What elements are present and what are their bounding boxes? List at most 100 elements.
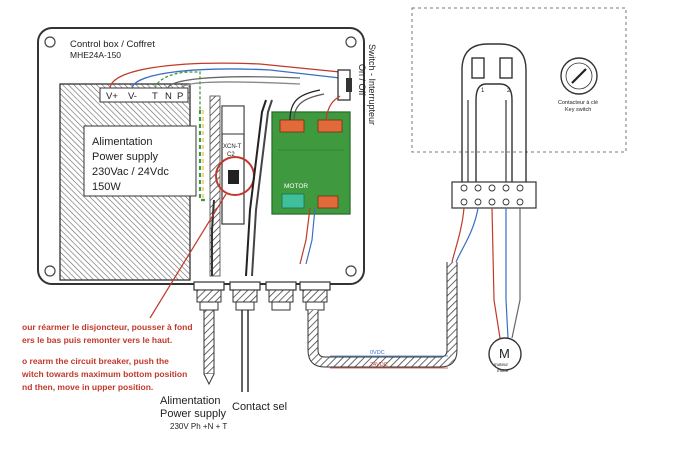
external-cables: 0VDC 24VDC	[203, 262, 458, 392]
housing-inner	[475, 83, 513, 182]
cable-supply-external	[203, 309, 215, 375]
instruction-fr-1: our réarmer le disjoncteur, pousser à fo…	[22, 322, 193, 332]
wire-board-2	[293, 93, 325, 121]
contact-1-label: 1	[481, 88, 485, 94]
breaker-lever[interactable]	[228, 170, 239, 184]
wire-board-3	[325, 95, 341, 121]
instruction-en-2: witch towards maximum bottom position	[21, 369, 187, 379]
mount-hole-tl	[44, 36, 56, 48]
control-box-model: MHE24A-150	[70, 50, 121, 60]
motor-control-board: MOTOR	[271, 111, 351, 215]
contact-1	[471, 57, 485, 79]
motor-label-fr: moteur	[494, 362, 509, 367]
wire-vminus-blue	[131, 68, 341, 89]
cable-motor-outline-b	[317, 262, 448, 358]
terminal-vminus: V-	[128, 91, 137, 102]
field-wires	[451, 100, 521, 339]
instruction-en-3: nd then, move in upper position.	[22, 382, 153, 392]
wire-t-green	[154, 71, 201, 110]
mount-hole-bl	[44, 265, 56, 277]
cable-motor-outline-a	[307, 262, 458, 368]
cable-supply-internal	[211, 199, 215, 276]
key-switch-dial-inner	[565, 62, 593, 90]
wire-p-grey	[180, 81, 301, 89]
gland-2	[229, 281, 261, 311]
terminal-strip	[99, 87, 189, 103]
motor-symbol: M	[499, 346, 510, 361]
cable-contact-internal-1	[245, 99, 267, 277]
key-slot	[571, 68, 587, 84]
control-box-title: Control box / Coffret	[70, 39, 155, 50]
supply-label-2: Power supply	[160, 408, 227, 420]
wire-board-down-2	[305, 207, 316, 265]
terminal-n: N	[165, 91, 172, 102]
board-motor-label: MOTOR	[284, 183, 308, 190]
on-off-switch: Switch - Interrupteur On / Off	[337, 44, 377, 125]
wire-vplus-red	[109, 62, 341, 89]
board-terminal-2	[317, 119, 343, 133]
motor-circle	[488, 337, 522, 371]
contact-2	[499, 57, 513, 79]
housing-outer	[461, 43, 527, 182]
key-switch-label-en: Key switch	[565, 107, 591, 113]
breaker-pointer-line	[149, 193, 227, 319]
key-switch-label-fr: Contacteur à clé	[558, 100, 598, 106]
board-motor-terminal	[281, 193, 305, 209]
key-switch-box: Contacteur à clé Key switch	[411, 7, 627, 153]
power-supply-label-4: 150W	[92, 181, 121, 193]
supply-label-3: 230V Ph +N + T	[170, 422, 227, 431]
key-switch-housing: 1 2	[461, 43, 527, 182]
breaker-label-2: C2	[227, 152, 235, 158]
supply-label-1: Alimentation	[160, 395, 221, 407]
gland-1	[193, 281, 225, 311]
motor: M moteur motor	[488, 337, 522, 373]
wire-board-down-1	[299, 207, 311, 265]
instruction-fr-2: ers le bas puis remonter vers le haut.	[22, 335, 172, 345]
wire-field-red-2	[491, 207, 501, 339]
rearm-instructions: our réarmer le disjoncteur, pousser à fo…	[21, 322, 193, 392]
label-0vdc: 0VDC	[370, 350, 385, 356]
supply-wires	[109, 62, 341, 110]
power-supply-label-panel	[83, 125, 197, 197]
cable-contact-internal-2	[251, 99, 273, 277]
board-terminal-3	[317, 195, 339, 209]
power-supply-label-3: 230Vac / 24Vdc	[92, 166, 169, 178]
terminal-block-screws	[460, 184, 524, 206]
terminal-t: T	[152, 91, 158, 102]
switch-toggle	[346, 78, 352, 92]
cable-supply-tip	[203, 373, 215, 386]
board-terminal-1	[279, 119, 305, 133]
power-supply-label-2: Power supply	[92, 151, 159, 163]
wire-field-blue-2	[505, 208, 509, 339]
contact-2-label: 2	[507, 88, 511, 94]
switch-label-1: Switch - Interrupteur	[367, 44, 377, 125]
mount-hole-br	[345, 265, 357, 277]
breaker-label-1: XCN-T	[223, 144, 242, 150]
bottom-labels: Alimentation Power supply 230V Ph +N + T…	[160, 395, 287, 431]
contact-label: Contact sel	[232, 401, 287, 413]
wire-board-1	[289, 89, 321, 121]
terminal-vplus: V+	[106, 91, 118, 102]
mount-hole-tr	[345, 36, 357, 48]
board-wires	[289, 89, 341, 265]
wire-n-grey	[167, 76, 301, 89]
wire-field-grey	[511, 208, 521, 339]
label-24vdc: 24VDC	[370, 362, 388, 368]
wire-field-blue-1	[455, 207, 479, 263]
terminal-p: P	[177, 91, 183, 102]
wire-earth-green	[198, 110, 206, 202]
cable-glands	[193, 281, 331, 311]
gland-4	[299, 281, 331, 311]
din-rail	[209, 95, 221, 277]
power-supply: Alimentation Power supply 230Vac / 24Vdc…	[59, 83, 197, 281]
gland-3	[265, 281, 297, 311]
circuit-breaker: XCN-T C2	[198, 95, 255, 277]
wire-field-red-1	[451, 207, 465, 263]
motor-label-en: motor	[497, 368, 509, 373]
internal-cables	[211, 99, 273, 277]
instruction-en-1: o rearm the circuit breaker, push the	[22, 356, 169, 366]
power-supply-label-1: Alimentation	[92, 136, 153, 148]
breaker-top-cap	[221, 105, 245, 135]
